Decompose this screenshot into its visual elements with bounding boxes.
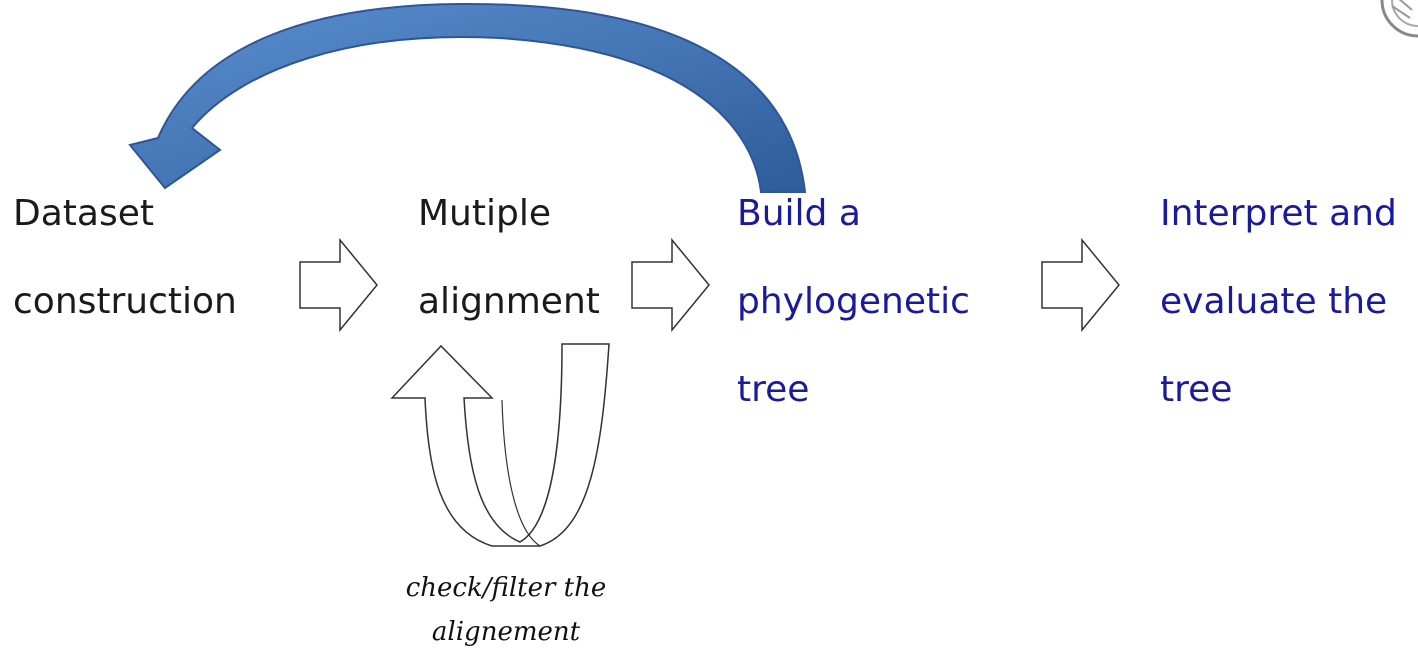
right-arrow-icon [299,237,378,333]
logo-icon [1380,0,1418,38]
right-arrow-icon [631,237,710,333]
step-label-line: tree [1160,369,1233,410]
loop-arrow-icon [390,343,610,547]
step-label-line: tree [737,369,810,410]
step-label-line: Interpret and [1160,193,1397,234]
step-label-line: Build a [737,193,861,234]
step-label-line: construction [13,281,237,322]
loop-caption: check/filter the alignement [380,566,632,654]
step-build-tree: Build a phylogenetic tree [737,170,970,434]
caption-line: check/filter the [405,573,607,603]
step-multiple-alignment: Mutiple alignment [418,170,600,346]
step-label-line: Mutiple [418,193,551,234]
step-label-line: alignment [418,281,600,322]
step-dataset-construction: Dataset construction [13,170,237,346]
step-label-line: phylogenetic [737,281,970,322]
feedback-arrow-icon [128,2,807,193]
caption-line: alignement [431,617,581,647]
step-label-line: Dataset [13,193,154,234]
right-arrow-icon [1041,237,1120,333]
step-interpret-evaluate: Interpret and evaluate the tree [1160,170,1397,434]
step-label-line: evaluate the [1160,281,1388,322]
loop-arrow-fold-line [501,399,541,547]
